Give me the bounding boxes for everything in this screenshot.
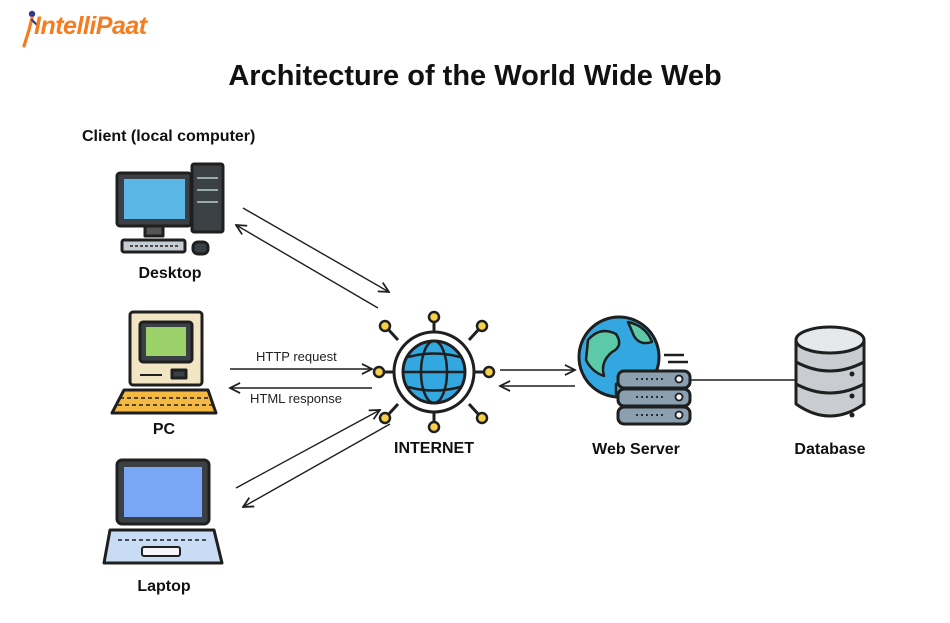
web-server-icon: [577, 315, 692, 426]
desktop-label: Desktop: [138, 265, 202, 282]
internet-to-laptop-arrow: [243, 423, 391, 507]
page-title: Architecture of the World Wide Web: [228, 60, 722, 92]
pc-icon: [110, 310, 218, 415]
internet-label: INTERNET: [394, 440, 474, 457]
internet-to-desktop-arrow: [236, 225, 379, 309]
http-request-label: HTTP request: [256, 349, 337, 364]
pc-label: PC: [152, 421, 176, 438]
laptop-label: Laptop: [137, 578, 191, 595]
html-response-label: HTML response: [250, 391, 342, 406]
desktop-to-internet-arrow: [242, 207, 389, 292]
desktop-icon: [115, 162, 225, 256]
web-server-label: Web Server: [592, 441, 680, 458]
brand-logo[interactable]: IntelliPaat: [34, 12, 147, 40]
laptop-icon: [102, 458, 224, 565]
internet-globe-icon: [372, 310, 496, 434]
laptop-to-internet-arrow: [235, 410, 380, 489]
database-icon: [794, 325, 866, 418]
client-group-label: Client (local computer): [82, 128, 256, 145]
database-label: Database: [794, 441, 866, 458]
logo-figure-icon: [22, 10, 40, 48]
